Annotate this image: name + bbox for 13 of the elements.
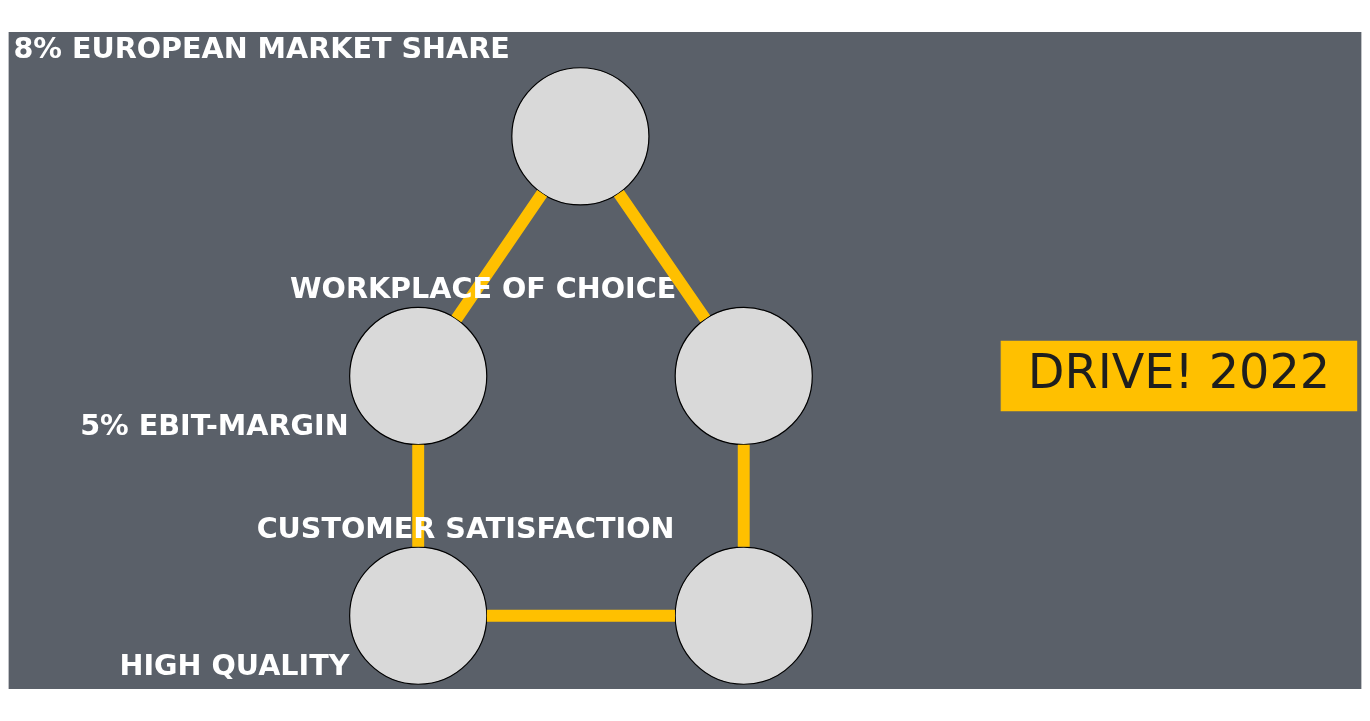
connector [737, 444, 750, 547]
node-label: 5% EBIT-MARGIN [80, 408, 349, 443]
connector [613, 190, 711, 323]
node-label: HIGH QUALITY [119, 647, 350, 682]
node-box: DRIVE! 2022 [1000, 340, 1358, 412]
node-circle [511, 67, 650, 206]
node-circle [349, 306, 488, 446]
node-circle [674, 306, 813, 446]
connector [451, 190, 548, 323]
connector [486, 609, 675, 622]
node-circle [349, 546, 488, 685]
node-label: 8% EUROPEAN MARKET SHARE [13, 31, 510, 66]
node-circle [674, 546, 813, 685]
